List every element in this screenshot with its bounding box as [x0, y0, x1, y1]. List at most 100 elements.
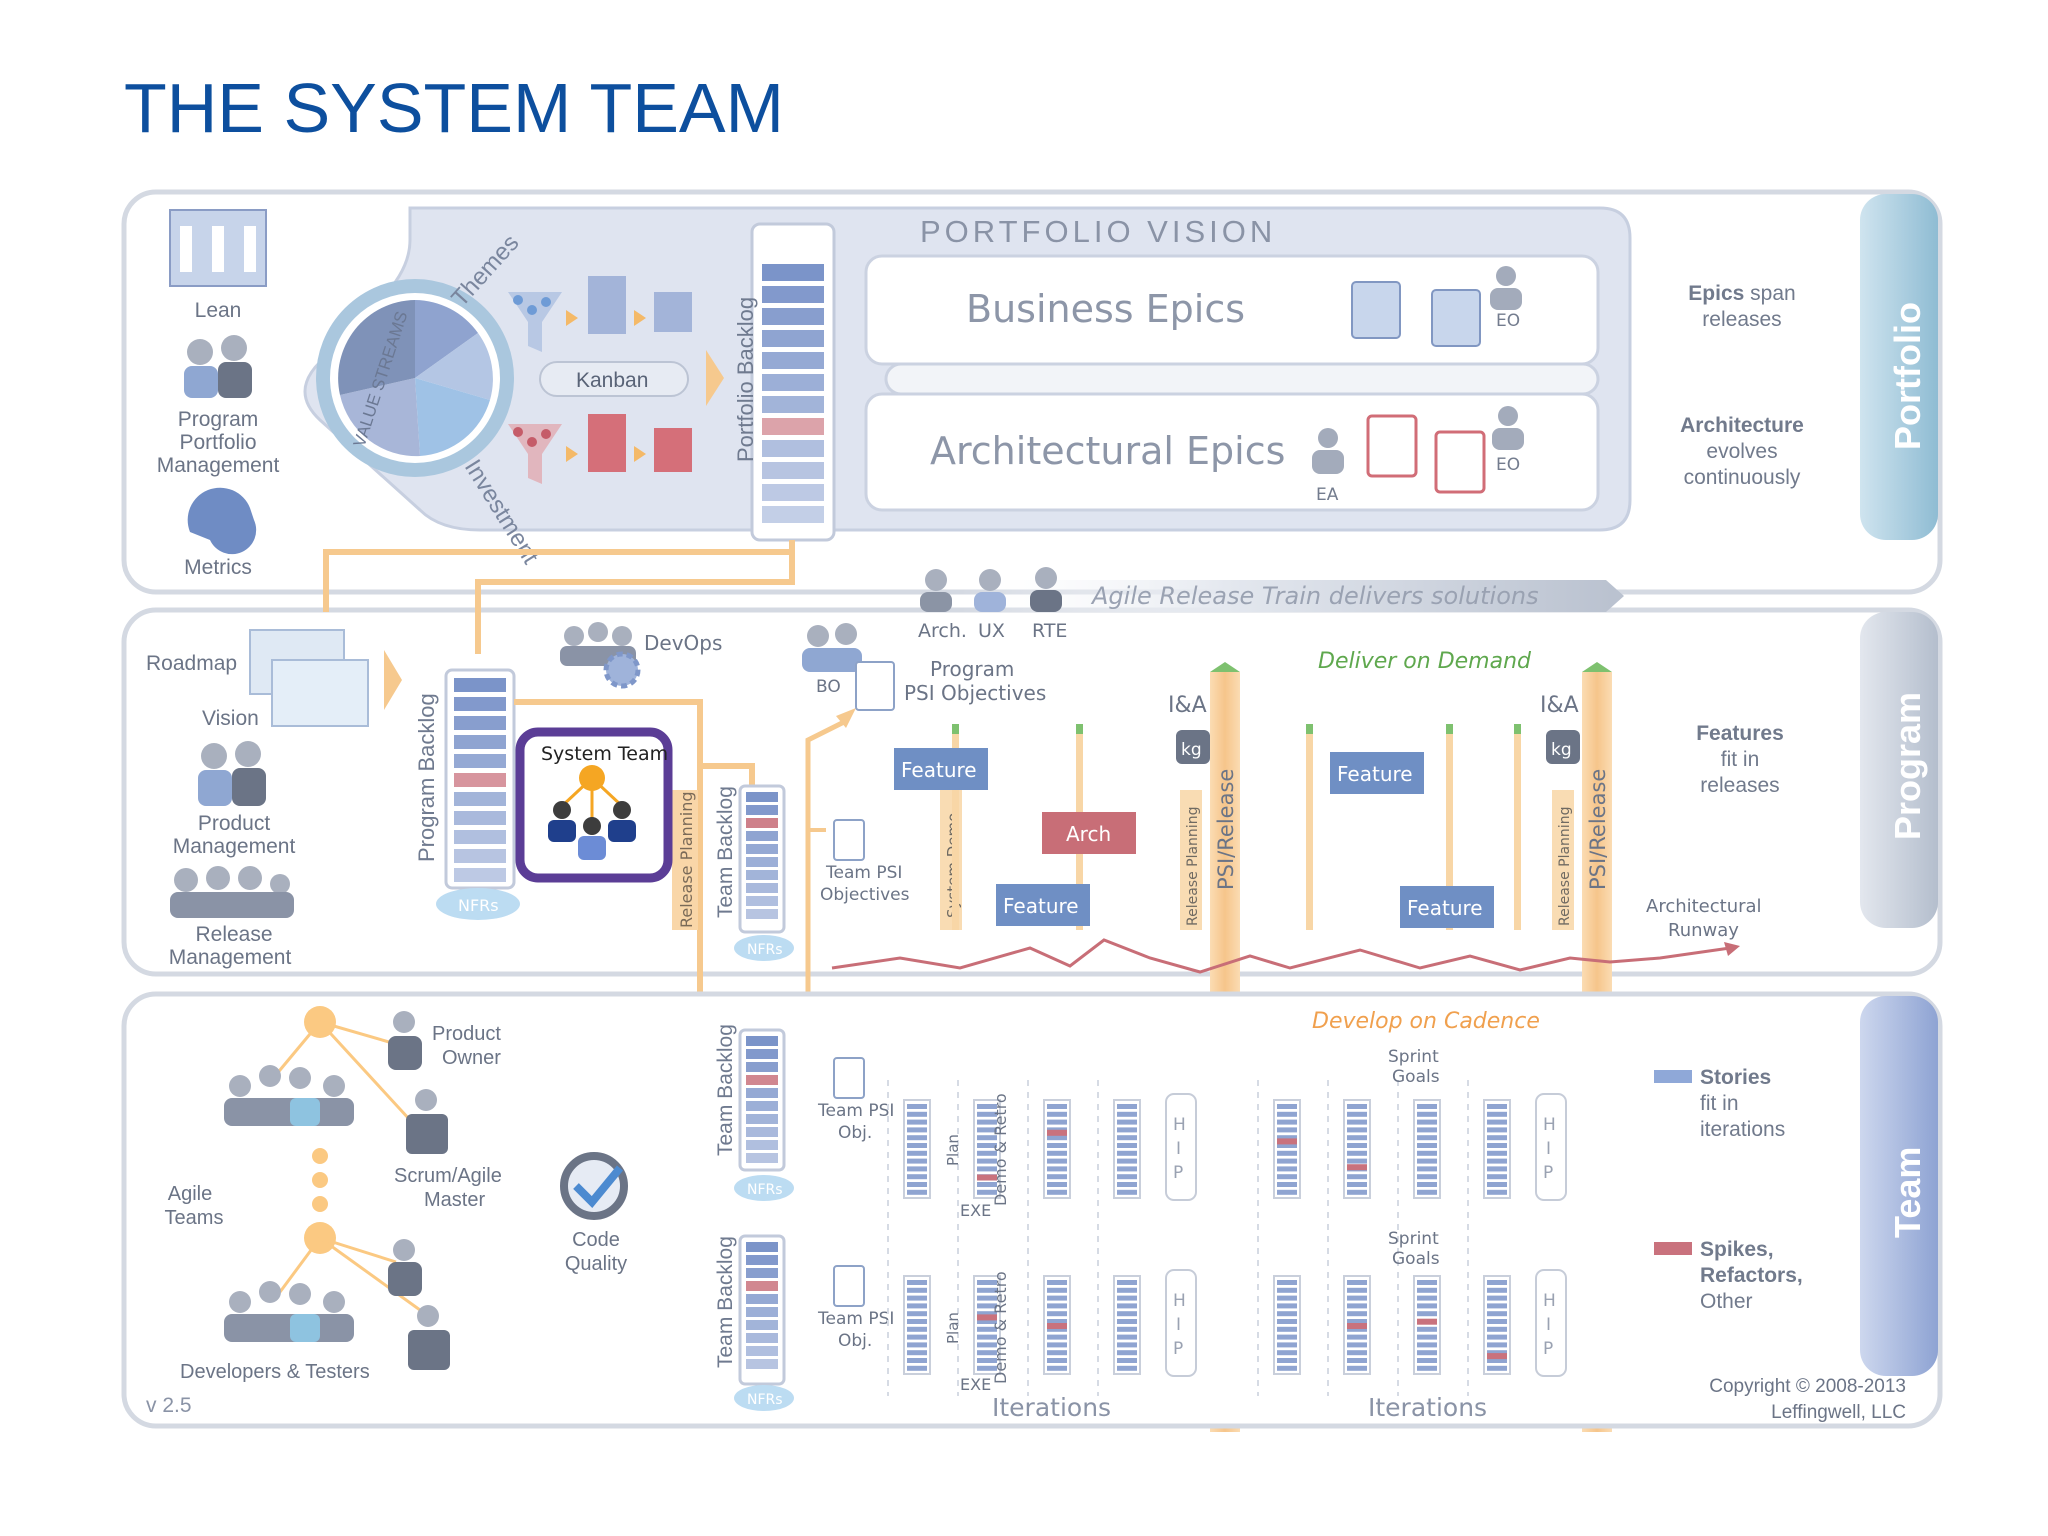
architecture-note-line3: continuously: [1684, 466, 1801, 489]
funnel-dot: [527, 305, 537, 315]
story-bar: [1117, 1104, 1137, 1109]
eo-label: EO: [1496, 455, 1520, 475]
arch-person-icon: [920, 592, 952, 612]
story-bar: [1417, 1111, 1437, 1117]
backlog-bar: [454, 735, 506, 749]
story-bar: [907, 1295, 927, 1301]
ux-person-icon: [974, 592, 1006, 612]
release-planning-label: Release Planning: [1185, 807, 1201, 926]
story-bar: [907, 1342, 927, 1348]
portfolio-level: Portfolio PORTFOLIO VISION VALUE STREAMS…: [121, 189, 1943, 595]
metrics-gauge-icon: [187, 487, 257, 555]
program-psi-objectives-label-1: Program: [930, 657, 1014, 681]
scrum-master-icon: [417, 1305, 439, 1327]
team-backlog-label: Team Backlog: [714, 1236, 737, 1368]
team-member-icon: [289, 1067, 311, 1089]
story-bar: [1117, 1365, 1137, 1371]
program-vertical-stripe: [1514, 730, 1521, 930]
hip-i-label: I: [1546, 1315, 1551, 1335]
story-bar: [977, 1342, 997, 1348]
architecture-doc-icon: [1434, 430, 1486, 494]
story-bar: [1417, 1150, 1437, 1156]
backlog-bar-red: [746, 1281, 778, 1291]
copyright-line-1: Copyright © 2008-2013: [1709, 1376, 1906, 1397]
story-bar: [1117, 1174, 1137, 1180]
story-bar: [1347, 1365, 1367, 1371]
story-bar: [1047, 1119, 1067, 1125]
psi-release-tip: [1582, 662, 1612, 672]
story-bar: [977, 1326, 997, 1332]
scrum-master-icon: [406, 1114, 448, 1154]
spikes-legend-line3: Other: [1700, 1290, 1753, 1313]
story-bar: [1047, 1287, 1067, 1293]
story-bar: [1487, 1287, 1507, 1293]
business-epics-title: Business Epics: [966, 287, 1245, 331]
hip-h-label: H: [1173, 1115, 1186, 1135]
eo-person-icon: [1492, 428, 1524, 450]
backlog-bar: [746, 870, 778, 880]
story-bar: [1277, 1189, 1297, 1195]
spikes-legend-bold: Spikes,: [1700, 1238, 1774, 1261]
hip-i-label: I: [1176, 1315, 1181, 1335]
story-bar: [1047, 1326, 1067, 1332]
story-bar: [1487, 1280, 1507, 1285]
release-planning-label: Release Planning: [1557, 807, 1573, 926]
story-bar: [1117, 1334, 1137, 1340]
story-bar: [907, 1319, 927, 1324]
story-bar: [977, 1166, 997, 1172]
system-team-member-icon: [553, 801, 571, 819]
team-psi-doc-icon: [833, 819, 865, 861]
team-backlog-label: Team Backlog: [714, 786, 737, 918]
feature-box: [1400, 886, 1494, 928]
team-psi-obj-label-1: Team PSI: [817, 1309, 894, 1329]
code-quality-label-2: Quality: [565, 1253, 627, 1275]
sprint-goals-label-2: Goals: [1392, 1067, 1440, 1087]
story-bar: [1277, 1135, 1297, 1141]
story-bar: [1487, 1111, 1507, 1117]
agile-release-train-banner: [960, 580, 1624, 612]
demo-retro-label: Demo & Retro: [991, 1271, 1010, 1384]
backlog-bar: [454, 754, 506, 768]
feature-label: Feature: [1407, 896, 1483, 920]
story-bar: [977, 1287, 997, 1293]
team-psi-obj-label-2: Obj.: [838, 1123, 872, 1143]
team-member-icon: [229, 1075, 251, 1097]
story-bar: [907, 1303, 927, 1309]
feature-label: Feature: [1003, 894, 1079, 918]
story-bar: [907, 1111, 927, 1117]
story-bar: [1047, 1174, 1067, 1180]
story-bar: [1277, 1311, 1297, 1317]
plan-label: Plan: [944, 1312, 962, 1344]
story-bar: [907, 1119, 927, 1125]
backlog-bar: [454, 830, 506, 844]
story-bar: [1277, 1342, 1297, 1348]
story-bar: [1047, 1158, 1067, 1164]
product-management-icon: [232, 768, 266, 806]
hip-p-label: P: [1173, 1339, 1183, 1359]
ppm-people-icon: [221, 335, 247, 361]
story-bar: [1277, 1326, 1297, 1332]
exe-label: EXE: [960, 1201, 991, 1220]
code-quality-label-1: Code: [572, 1229, 620, 1251]
story-bar: [1117, 1135, 1137, 1141]
team-member-icon: [229, 1291, 251, 1313]
scrum-master-label-1: Scrum/Agile: [394, 1165, 502, 1187]
psi-release-label: PSI/Release: [1214, 769, 1238, 890]
story-bar: [1117, 1303, 1137, 1309]
ia-icon-label: I&A: [1168, 693, 1207, 718]
hip-i-label: I: [1546, 1139, 1551, 1159]
team-member-icon: [224, 1314, 354, 1342]
arch-person-icon: [925, 569, 947, 591]
story-bar: [1487, 1150, 1507, 1156]
story-bar: [1277, 1104, 1297, 1109]
hip-h-label: H: [1173, 1291, 1186, 1311]
backlog-bar-red: [454, 773, 506, 787]
story-bar: [1487, 1358, 1507, 1363]
kanban-label: Kanban: [576, 369, 648, 392]
story-bar: [1047, 1135, 1067, 1141]
story-bar: [907, 1350, 927, 1356]
team-psi-obj-label-1: Team PSI: [817, 1101, 894, 1121]
story-bar: [1347, 1326, 1367, 1332]
backlog-bar: [454, 868, 506, 882]
story-bar: [1277, 1174, 1297, 1180]
